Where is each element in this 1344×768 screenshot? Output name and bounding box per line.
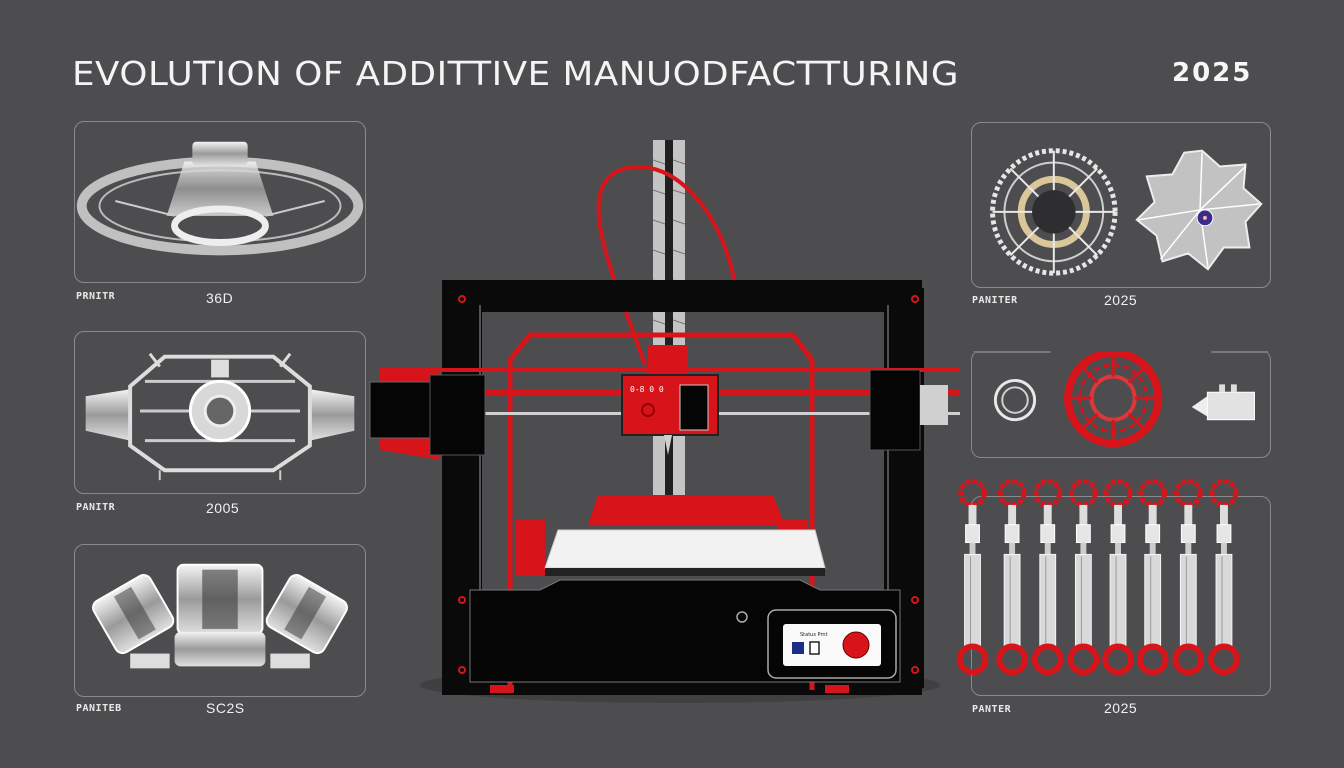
svg-text:0-8 0 0: 0-8 0 0 <box>630 385 664 394</box>
3d-printer-illustration: 0-8 0 0 <box>360 130 980 710</box>
panel-left-1-year: 36D <box>206 290 234 306</box>
engine-housing-icon <box>85 352 355 481</box>
panel-left-3-year: SC2S <box>206 700 245 716</box>
panel-left-1 <box>74 121 366 283</box>
panel-right-1-label: PANITER <box>972 295 1018 306</box>
panel-right-3-year: 2025 <box>1104 700 1138 716</box>
metal-cylinders-icon <box>92 563 348 669</box>
panel-right-1 <box>971 122 1271 288</box>
panel-right-3 <box>956 496 1271 696</box>
panel-right-3-label: PANTER <box>972 704 1012 715</box>
panel-left-3-label: PANITEB <box>76 703 122 714</box>
control-panel-label: Status Prnt <box>800 632 828 638</box>
page-title: EVOLUTION OF ADDITTIVE MANUODFACTTURING <box>72 54 959 93</box>
panel-right-2 <box>971 350 1271 458</box>
3d-printer-icon: 0-8 0 0 <box>369 140 980 703</box>
panel-right-1-year: 2025 <box>1104 292 1138 308</box>
year-label: 2025 <box>1172 58 1253 88</box>
lattice-disc-icon <box>990 148 1263 276</box>
red-lattice-wheel-icon <box>973 351 1269 448</box>
panel-left-2-label: PANITR <box>76 502 116 513</box>
panel-left-3 <box>74 544 366 697</box>
panel-left-2-year: 2005 <box>206 500 240 516</box>
panel-left-2 <box>74 331 366 494</box>
red-gear-shafts-icon <box>956 497 1270 676</box>
panel-left-1-label: PRNITR <box>76 291 116 302</box>
aerospace-ring-icon <box>76 141 364 256</box>
